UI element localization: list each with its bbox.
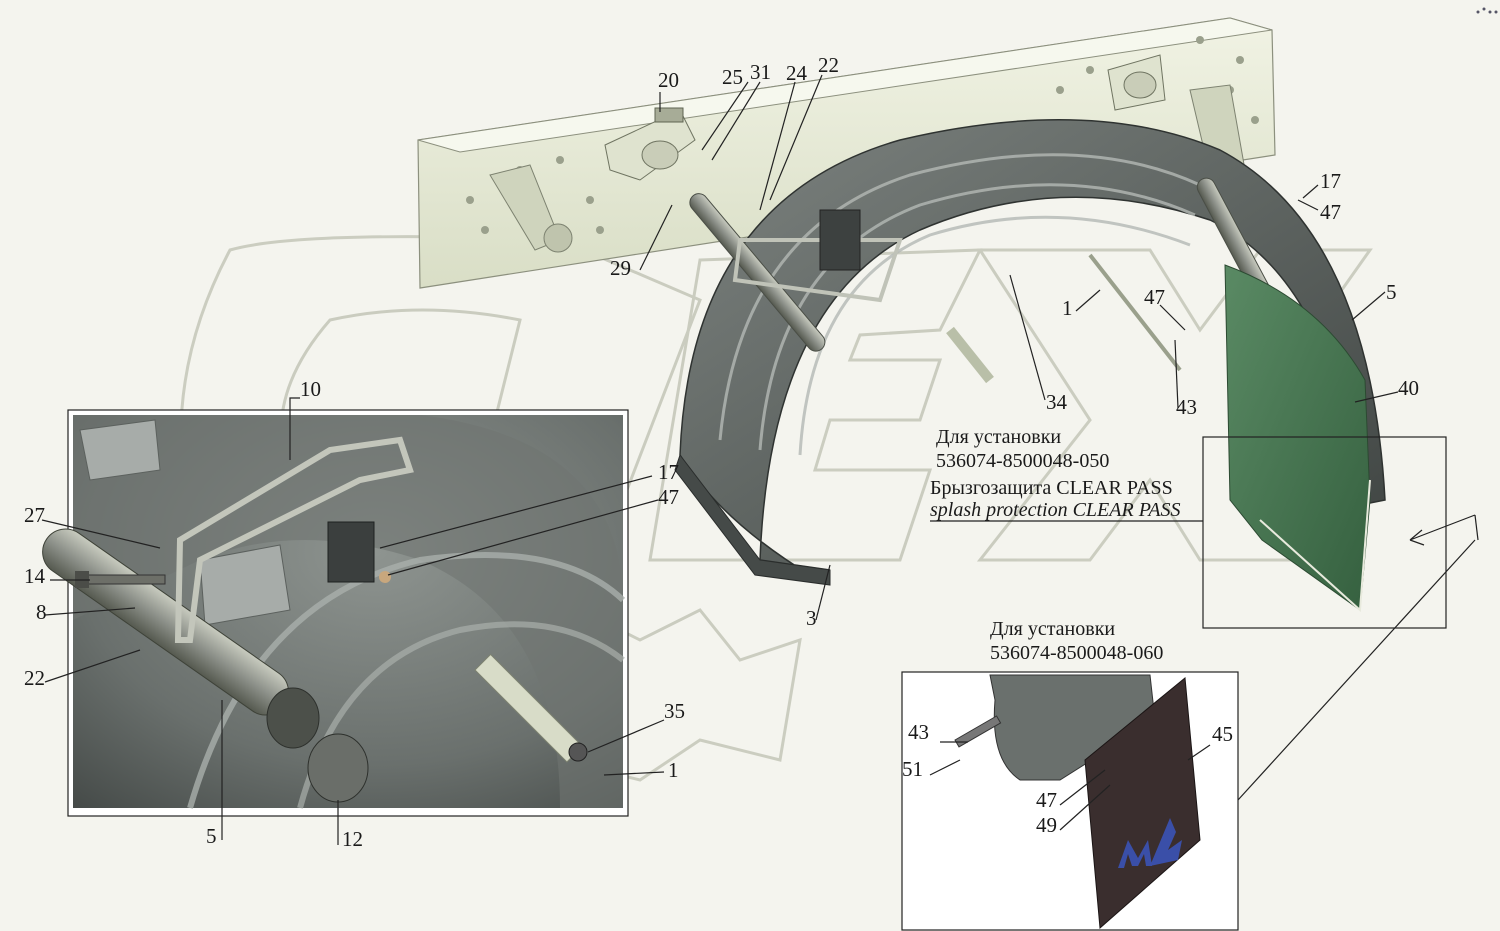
clear-pass-arrow	[1409, 514, 1476, 546]
callout-49: 49	[1036, 813, 1057, 837]
clear-pass-title-en: splash protection CLEAR PASS	[930, 499, 1181, 521]
callout-47: 47	[1144, 285, 1165, 309]
callout-43: 43	[1176, 395, 1197, 419]
mudflap-logo-icon	[1118, 818, 1182, 868]
callout-5: 5	[206, 824, 217, 848]
callout-5: 5	[1386, 280, 1397, 304]
callout-34: 34	[1046, 390, 1067, 414]
callout-10: 10	[300, 377, 321, 401]
callout-12: 12	[342, 827, 363, 851]
callout-17: 17	[1320, 169, 1341, 193]
callout-40: 40	[1398, 376, 1419, 400]
callout-17: 17	[658, 460, 679, 484]
callout-35: 35	[664, 699, 685, 723]
leader-lines	[41, 74, 1399, 845]
callout-14: 14	[24, 564, 45, 588]
callout-1: 1	[668, 758, 679, 782]
clear-pass-frame	[1202, 436, 1447, 629]
mudflap-leader	[1237, 539, 1476, 801]
callout-27: 27	[24, 503, 45, 527]
callout-29: 29	[610, 256, 631, 280]
bracket-right	[1107, 54, 1166, 111]
callout-20: 20	[658, 68, 679, 92]
callout-25: 25	[722, 65, 743, 89]
callout-3: 3	[806, 606, 817, 630]
install-note-050-line1: Для установки	[936, 426, 1062, 448]
frame-rail	[417, 17, 1276, 289]
callout-1: 1	[1062, 296, 1073, 320]
clear-pass-leader	[1474, 514, 1479, 541]
callout-24: 24	[786, 61, 807, 85]
install-note-050-line2: 536074-8500048-050	[936, 450, 1110, 472]
callout-47: 47	[1036, 788, 1057, 812]
callout-43: 43	[908, 720, 929, 744]
callout-47: 47	[1320, 200, 1341, 224]
callout-8: 8	[36, 600, 47, 624]
clear-pass-title-ru: Брызгозащита CLEAR PASS	[930, 477, 1173, 499]
callout-51: 51	[902, 757, 923, 781]
callout-45: 45	[1212, 722, 1233, 746]
detail-inset	[42, 409, 629, 817]
install-note-060-line1: Для установки	[990, 618, 1116, 640]
callout-22: 22	[818, 53, 839, 77]
bracket-20	[604, 107, 696, 181]
install-note-060-line2: 536074-8500048-060	[990, 642, 1164, 664]
callout-31: 31	[750, 60, 771, 84]
callout-47: 47	[658, 485, 679, 509]
corner-logo-icon	[1476, 7, 1498, 14]
mudflap-inset	[901, 671, 1239, 931]
callout-22: 22	[24, 666, 45, 690]
